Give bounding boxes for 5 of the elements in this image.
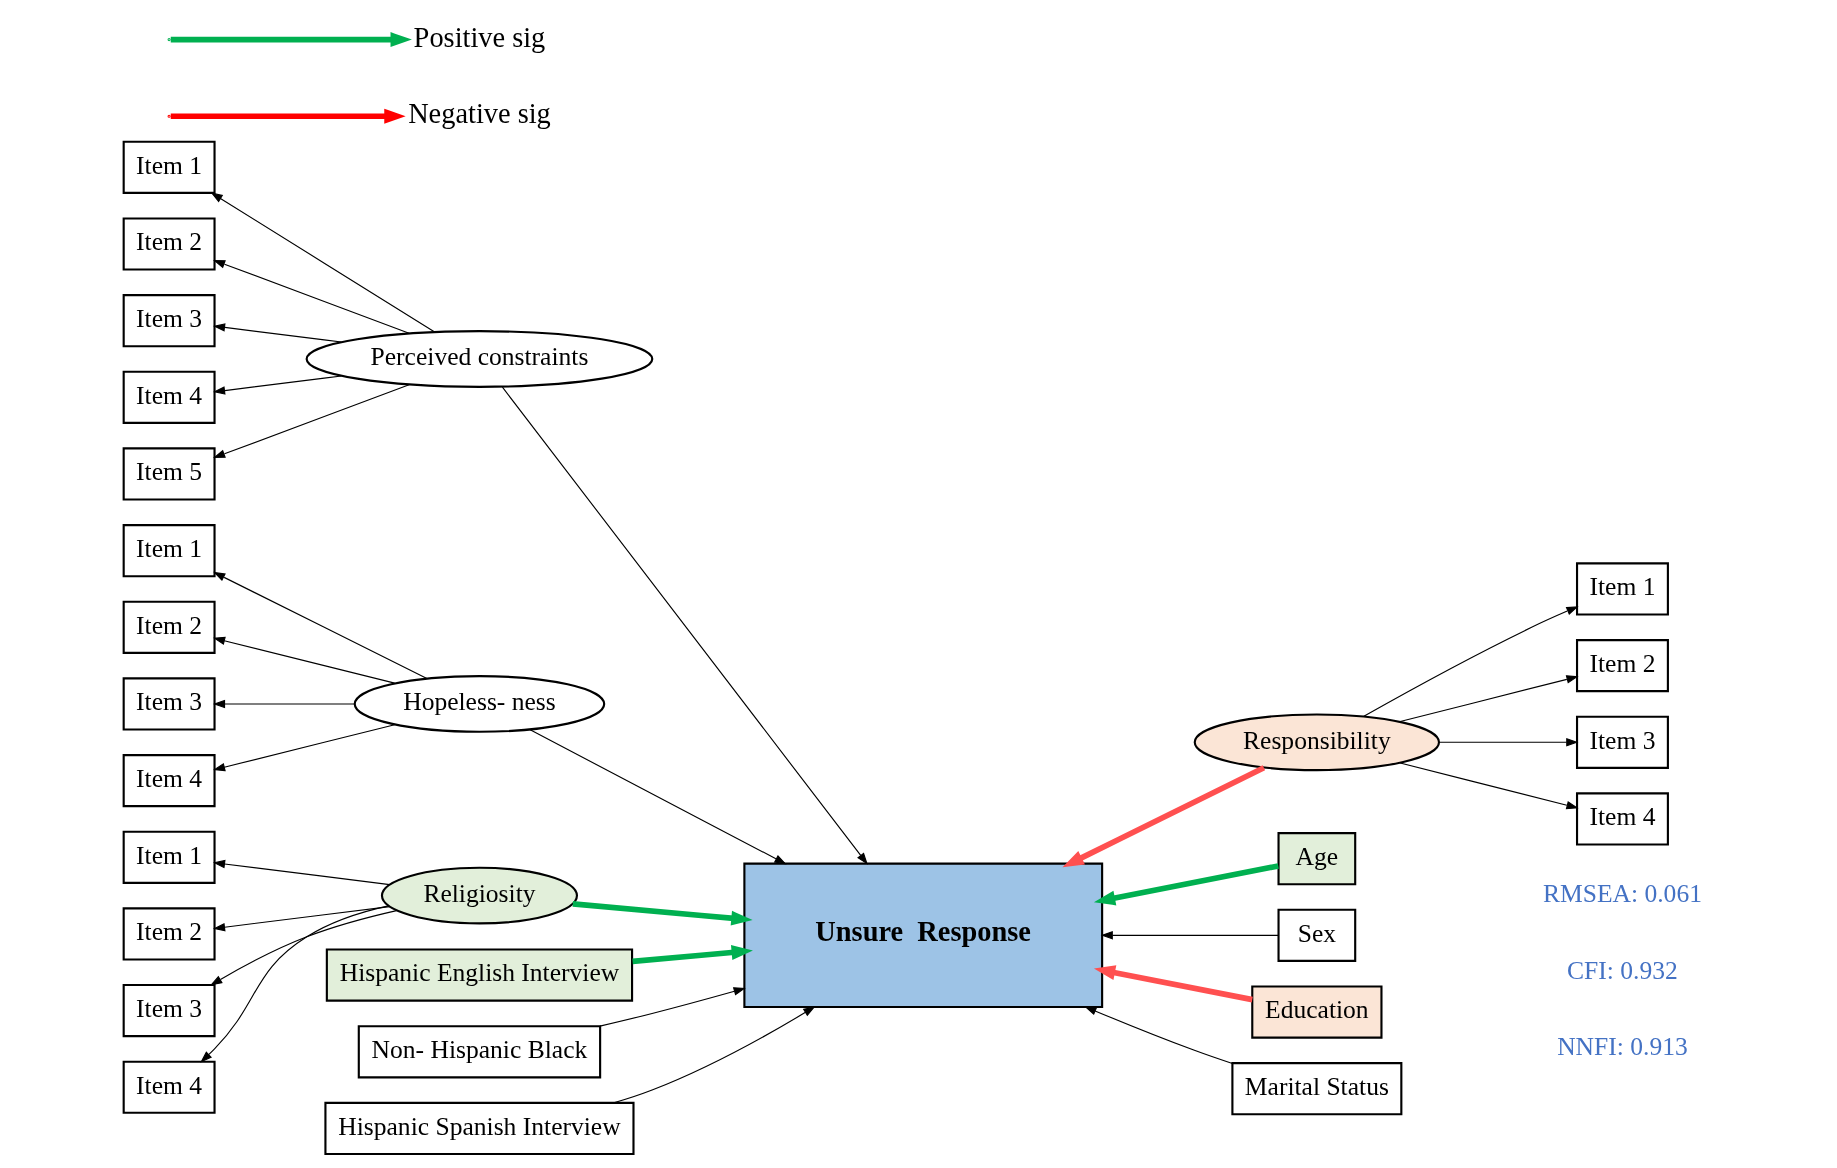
label: NNFI: 0.913 — [1557, 1032, 1688, 1062]
legend-label: Negative sig — [408, 98, 551, 130]
label: RMSEA: 0.061 — [1542, 878, 1702, 908]
label: CFI: 0.932 — [1567, 955, 1678, 985]
legend-label: Positive sig — [413, 21, 546, 53]
